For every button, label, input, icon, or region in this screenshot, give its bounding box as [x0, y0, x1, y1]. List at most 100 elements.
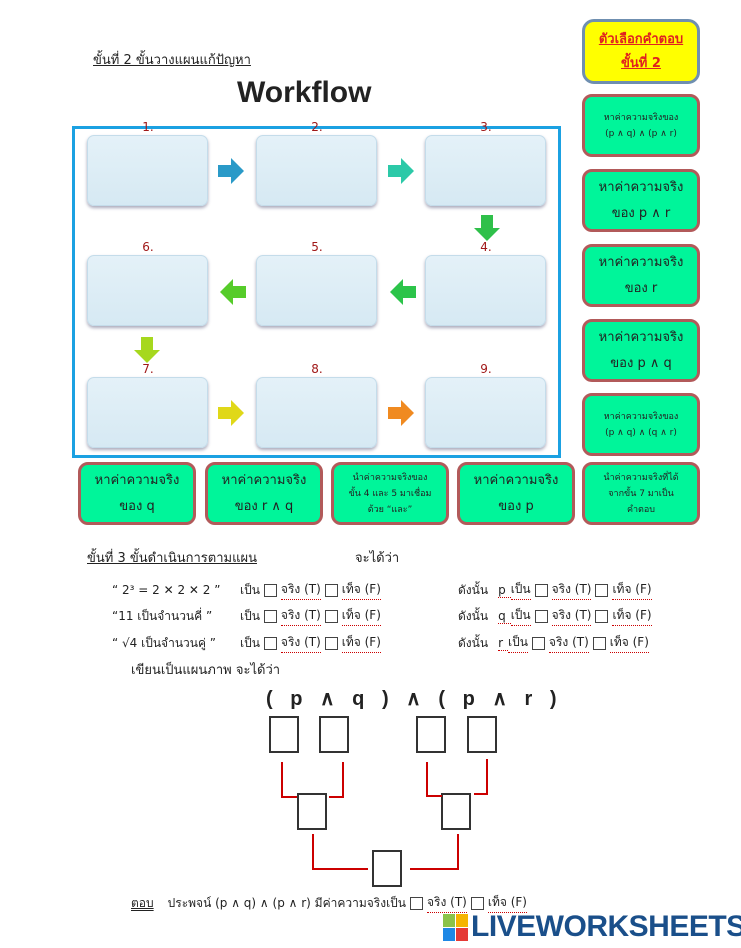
- answer-box[interactable]: [467, 716, 497, 753]
- connector-line: [457, 834, 459, 870]
- answer-true-checkbox[interactable]: [410, 896, 424, 910]
- answer-option-card[interactable]: หาค่าความจริงของ p: [457, 462, 575, 525]
- options-header-line: ตัวเลือกคำตอบ: [598, 31, 684, 47]
- workflow-step-box[interactable]: [425, 135, 546, 206]
- option-text: ด้วย “และ”: [367, 504, 413, 515]
- answer-text: ประพจน์ (p ∧ q) ∧ (p ∧ r) มีค่าความจริงเ…: [167, 895, 407, 910]
- is-label: เป็น: [510, 580, 531, 600]
- therefore-label: ดังนั้น: [458, 608, 489, 623]
- true-label: จริง (T): [280, 606, 321, 626]
- is-label: เป็น: [510, 606, 531, 626]
- answer-box[interactable]: [372, 850, 402, 887]
- true-checkbox[interactable]: [263, 636, 277, 650]
- false-checkbox[interactable]: [324, 636, 338, 650]
- true-label: จริง (T): [280, 633, 321, 653]
- option-text: ของ p: [498, 498, 534, 514]
- true-checkbox[interactable]: [531, 636, 545, 650]
- false-label: เท็จ (F): [612, 606, 652, 626]
- arrow-left-icon: [389, 278, 417, 310]
- options-header-line: ขั้นที่ 2: [621, 55, 661, 71]
- step-number: 8.: [311, 362, 323, 376]
- statement-row: “ 2³ = 2 ✕ 2 ✕ 2 ”เป็นจริง (T)เท็จ (F): [112, 580, 381, 600]
- false-checkbox[interactable]: [595, 583, 609, 597]
- workflow-step-box[interactable]: [425, 255, 546, 326]
- answer-false-checkbox[interactable]: [470, 896, 484, 910]
- statement: “ √4 เป็นจำนวนคู่ ”: [112, 635, 217, 650]
- arrow-right-icon: [217, 399, 245, 431]
- option-text: ขั้น 4 และ 5 มาเชื่อม: [348, 488, 432, 499]
- diagram-intro: เขียนเป็นแผนภาพ จะได้ว่า: [131, 663, 281, 678]
- connector-line: [281, 762, 283, 798]
- true-checkbox[interactable]: [534, 583, 548, 597]
- workflow-title: Workflow: [237, 76, 372, 109]
- statement-row: “11 เป็นจำนวนคี่ ” เป็น จริง (T) เท็จ (F): [112, 606, 381, 626]
- workflow-step-box[interactable]: [425, 377, 546, 448]
- answer-box[interactable]: [319, 716, 349, 753]
- answer-box[interactable]: [297, 793, 327, 830]
- connector-line: [342, 762, 344, 798]
- workflow-step-box[interactable]: [87, 135, 208, 206]
- step3-then: จะได้ว่า: [355, 551, 400, 566]
- workflow-step-box[interactable]: [87, 255, 208, 326]
- arrow-right-icon: [387, 399, 415, 431]
- answer-box[interactable]: [416, 716, 446, 753]
- option-text: (p ∧ q) ∧ (p ∧ r): [605, 128, 677, 139]
- option-text: หาค่าความจริง: [473, 472, 559, 488]
- option-text: หาค่าความจริงของ: [603, 112, 679, 123]
- true-checkbox[interactable]: [263, 609, 277, 623]
- step-number: 9.: [480, 362, 492, 376]
- answer-option-card[interactable]: นำค่าความจริงของขั้น 4 และ 5 มาเชื่อมด้ว…: [331, 462, 449, 525]
- option-text: หาค่าความจริง: [94, 472, 180, 488]
- false-checkbox[interactable]: [324, 609, 338, 623]
- connector-line: [410, 868, 459, 870]
- false-label: เท็จ (F): [341, 606, 381, 626]
- option-text: นำค่าความจริงที่ได้: [603, 472, 679, 483]
- option-text: หาค่าความจริง: [221, 472, 307, 488]
- step-number: 1.: [142, 120, 154, 134]
- step3-heading: ขั้นที่ 3 ขั้นดำเนินการตามแผน: [87, 551, 257, 566]
- answer-option-card[interactable]: หาค่าความจริงของ p ∧ r: [582, 169, 700, 232]
- true-label: จริง (T): [551, 606, 592, 626]
- answer-option-card[interactable]: หาค่าความจริงของ p ∧ q: [582, 319, 700, 382]
- workflow-step-box[interactable]: [256, 255, 377, 326]
- step-number: 7.: [142, 362, 154, 376]
- false-checkbox[interactable]: [324, 583, 338, 597]
- connector-line: [474, 793, 488, 795]
- answer-option-card[interactable]: หาค่าความจริงของ r ∧ q: [205, 462, 323, 525]
- false-label: เท็จ (F): [341, 633, 381, 653]
- expression: ( p ∧ q ) ∧ ( p ∧ r ): [266, 688, 563, 710]
- true-checkbox[interactable]: [534, 609, 548, 623]
- option-text: ของ p ∧ q: [610, 355, 672, 371]
- variable: r: [498, 636, 508, 651]
- is-label: เป็น: [240, 635, 260, 650]
- is-label: เป็น: [240, 608, 260, 623]
- liveworksheets-logo: LIVEWORKSHEETS: [443, 912, 741, 942]
- answer-box[interactable]: [269, 716, 299, 753]
- statement-row: “ √4 เป็นจำนวนคู่ ” เป็น จริง (T) เท็จ (F): [112, 633, 381, 653]
- step-number: 3.: [480, 120, 492, 134]
- option-text: หาค่าความจริง: [598, 329, 684, 345]
- arrow-down-icon: [133, 336, 161, 368]
- therefore-label: ดังนั้น: [458, 635, 489, 650]
- option-text: หาค่าความจริง: [598, 179, 684, 195]
- false-checkbox[interactable]: [595, 609, 609, 623]
- answer-option-card[interactable]: นำค่าความจริงที่ได้จากขั้น 7 มาเป็นคำตอบ: [582, 462, 700, 525]
- workflow-step-box[interactable]: [256, 377, 377, 448]
- answer-option-card[interactable]: หาค่าความจริงของ r: [582, 244, 700, 307]
- connector-line: [329, 796, 343, 798]
- workflow-step-box[interactable]: [87, 377, 208, 448]
- workflow-step-box[interactable]: [256, 135, 377, 206]
- false-checkbox[interactable]: [592, 636, 606, 650]
- answer-option-card[interactable]: หาค่าความจริงของ (p ∧ q) ∧ (p ∧ r): [582, 94, 700, 157]
- statement: “11 เป็นจำนวนคี่ ”: [112, 608, 213, 623]
- logo-icon: [443, 913, 468, 941]
- answer-option-card[interactable]: หาค่าความจริงของ(p ∧ q) ∧ (q ∧ r): [582, 393, 700, 456]
- answer-option-card[interactable]: หาค่าความจริงของ q: [78, 462, 196, 525]
- option-text: ของ r ∧ q: [234, 498, 294, 514]
- connector-line: [312, 868, 368, 870]
- true-checkbox[interactable]: [263, 583, 277, 597]
- answer-box[interactable]: [441, 793, 471, 830]
- variable: p: [498, 583, 511, 598]
